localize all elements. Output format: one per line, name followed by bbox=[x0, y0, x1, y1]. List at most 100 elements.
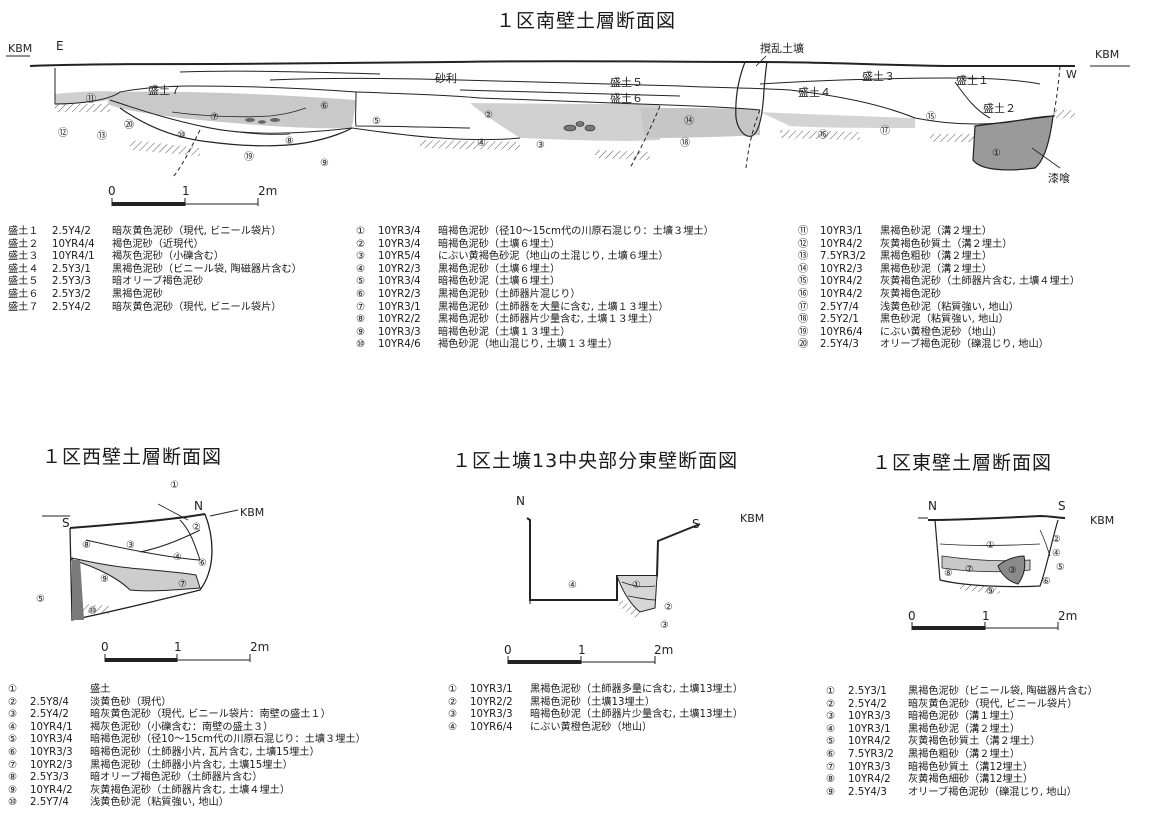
pit13-section bbox=[507, 517, 701, 664]
south-num-14: ⑭ bbox=[684, 115, 694, 127]
legend-description: 暗褐色砂泥（土壙１３埋土） bbox=[438, 326, 571, 338]
legend-description: 灰黄褐色泥砂（土師器片含む, 土壙４埋土） bbox=[90, 784, 291, 796]
legend-number: ⑤ bbox=[8, 734, 18, 746]
legend-number: ⑱ bbox=[798, 314, 809, 326]
legend-color-code: 10YR3/3 bbox=[378, 326, 421, 338]
legend-color-code: 2.5Y7/4 bbox=[30, 797, 69, 809]
legend-description: 黒褐色泥砂（土師器片少量含む, 土壙１３埋土） bbox=[438, 314, 659, 326]
legend-color-code: 2.5Y2/1 bbox=[820, 314, 859, 326]
east-num-3: ③ bbox=[1008, 565, 1017, 576]
legend-description: 灰黄褐色泥砂（土師器片含む, 土壙４埋土） bbox=[880, 276, 1081, 288]
fill5-label: 盛土５ bbox=[610, 75, 643, 89]
pit13-num-3: ③ bbox=[660, 620, 669, 631]
south-num-10: ⑩ bbox=[177, 130, 186, 141]
legend-description: 浅黄色砂泥（粘質強い, 地山） bbox=[90, 797, 229, 809]
east-scale-bar bbox=[911, 622, 1059, 630]
legend-number: ④ bbox=[356, 263, 366, 275]
legend-description: 黒褐色砂泥（溝２埋土） bbox=[880, 226, 993, 237]
legend-description: にぶい黄褐色砂泥（地山の土混じり, 土壙６埋土） bbox=[438, 251, 669, 263]
legend-description: 黒褐色泥砂 bbox=[112, 288, 163, 300]
legend-color-code: 2.5Y4/3 bbox=[820, 339, 859, 351]
legend-description: 暗灰黄色泥砂（現代, ビニール袋片） bbox=[112, 301, 282, 313]
south-scale-bar bbox=[111, 198, 259, 206]
fill1-label: 盛土１ bbox=[956, 73, 989, 87]
legend-number: ⑮ bbox=[798, 276, 809, 288]
west-scale-2m: 2m bbox=[250, 640, 269, 654]
east-n-label: N bbox=[928, 499, 937, 513]
legend-description: 黒褐色粗砂（溝２埋土） bbox=[908, 748, 1021, 760]
west-num-2: ② bbox=[192, 522, 201, 533]
legend-description: 黒褐色砂泥（溝２埋土） bbox=[880, 263, 993, 275]
south-pit3-plaster bbox=[972, 115, 1054, 171]
legend-color-code: 10YR3/4 bbox=[378, 226, 421, 237]
south-num-6: ⑥ bbox=[320, 101, 329, 112]
legend-number: 盛土４ bbox=[8, 263, 39, 275]
east-s-label: S bbox=[1058, 499, 1066, 513]
south-num-8: ⑧ bbox=[285, 136, 294, 147]
legend-color-code: 10YR2/3 bbox=[30, 759, 73, 771]
pit13-kbm-label: KBM bbox=[740, 512, 764, 525]
legend-number: 盛土２ bbox=[8, 238, 39, 250]
disturbed-pit-label: 撹乱土壙 bbox=[760, 41, 804, 55]
east-wall-title: １区東壁土層断面図 bbox=[872, 452, 1053, 474]
legend-description: 暗灰黄色泥砂（現代, ビニール袋片） bbox=[112, 226, 282, 237]
legend-color-code: 10YR2/3 bbox=[378, 288, 421, 300]
west-layer-numbers: ① ② ③ ④ ⑤ ⑥ ⑦ ⑧ ⑨ ⑩ bbox=[36, 480, 207, 617]
west-num-7: ⑦ bbox=[178, 579, 187, 590]
pit13-scale-0: 0 bbox=[504, 643, 512, 657]
legend-description: 暗灰黄色泥砂（現代, ビニール袋片：南壁の盛土１） bbox=[90, 709, 331, 721]
south-num-4: ④ bbox=[477, 138, 486, 149]
legend-description: にぶい黄橙色泥砂（地山） bbox=[880, 326, 1003, 338]
east-num-4: ④ bbox=[1052, 548, 1061, 559]
east-num-5: ⑤ bbox=[1056, 562, 1065, 573]
east-layer-numbers: ① ② ③ ④ ⑤ ⑥ ⑦ ⑧ ⑨ bbox=[944, 534, 1065, 597]
west-end-label: W bbox=[1066, 68, 1077, 81]
legend-color-code: 10YR4/2 bbox=[848, 736, 891, 748]
legend-number: ③ bbox=[826, 711, 836, 723]
legend-number: 盛土５ bbox=[8, 276, 39, 288]
legend-description: 暗褐色泥砂（径10～15cm代の川原石混じり：土壙３埋土） bbox=[438, 226, 714, 237]
west-scale-1: 1 bbox=[174, 640, 182, 654]
west-scale-0: 0 bbox=[101, 640, 109, 654]
legend-description: 灰黄褐色砂質土（溝２埋土） bbox=[880, 238, 1013, 250]
legend-number: ⑥ bbox=[826, 748, 836, 760]
legend-description: 暗オリーブ褐色泥砂（土師器片含む） bbox=[90, 772, 263, 784]
legend-color-code: 2.5Y4/2 bbox=[848, 698, 887, 710]
legend-description: 褐色砂泥（地山混じり, 土壙１３埋土） bbox=[438, 339, 618, 351]
legend-description: 暗褐色砂泥（土壙６埋土） bbox=[438, 276, 561, 288]
south-num-13: ⑬ bbox=[97, 130, 107, 142]
legend-number: ⑥ bbox=[356, 288, 366, 300]
west-kbm-label: KBM bbox=[240, 506, 264, 519]
legend-number: ③ bbox=[356, 251, 366, 263]
legend-number: ⑩ bbox=[356, 339, 366, 351]
legend-number: ① bbox=[826, 686, 836, 697]
west-num-5: ⑤ bbox=[36, 594, 45, 605]
legend-number: ⑨ bbox=[8, 784, 18, 796]
legend-number: ⑦ bbox=[826, 761, 836, 773]
gravel-label: 砂利 bbox=[435, 72, 457, 85]
legend-description: 暗褐色砂質土（溝12埋土） bbox=[908, 761, 1034, 773]
legend-color-code: 2.5Y8/4 bbox=[30, 696, 69, 708]
legend-color-code: 2.5Y3/2 bbox=[52, 288, 91, 300]
legend-description: 暗褐色泥砂（径10～15cm代の川原石混じり：土壙３埋土） bbox=[90, 734, 366, 746]
legend-description: 黒褐色泥砂（土師器を大量に含む, 土壙１３埋土） bbox=[438, 301, 669, 313]
pit13-scale-bar bbox=[507, 656, 656, 664]
legend-description: 暗オリーブ褐色泥砂 bbox=[112, 276, 204, 288]
legend-color-code: 10YR2/2 bbox=[470, 696, 513, 708]
west-n-label: N bbox=[194, 499, 203, 513]
west-num-8: ⑧ bbox=[82, 540, 91, 551]
legend-number: ① bbox=[356, 226, 366, 237]
fill7-label: 盛土７ bbox=[148, 83, 181, 97]
